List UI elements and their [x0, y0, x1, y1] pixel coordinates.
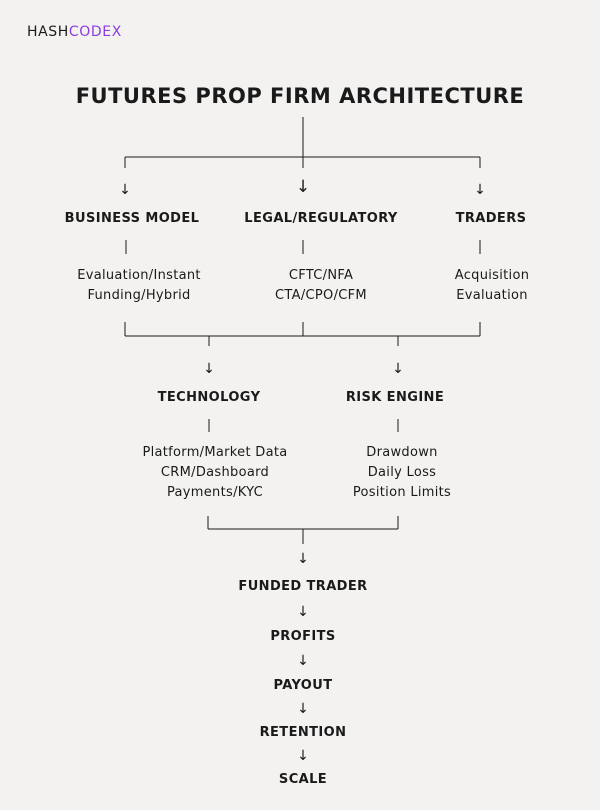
heading-traders: TRADERS	[455, 211, 527, 226]
legal-regulatory-items: CFTC/NFA CTA/CPO/CFM	[275, 266, 367, 306]
risk-engine-items: Drawdown Daily Loss Position Limits	[353, 443, 451, 503]
list-item: Payments/KYC	[166, 485, 264, 500]
diagram-title: FUTURES PROP FIRM ARCHITECTURE	[75, 84, 525, 108]
arrow-down-icon: ↓	[297, 604, 309, 620]
brand-logo-part1: HASH	[27, 24, 69, 40]
list-item: Evaluation	[456, 288, 528, 303]
arrow-down-icon: ↓	[297, 701, 309, 717]
technology-items: Platform/Market Data CRM/Dashboard Payme…	[142, 443, 287, 503]
list-item: Acquisition	[454, 268, 530, 283]
pipeline-step-funded-trader: FUNDED TRADER	[238, 579, 368, 594]
brand-logo-part2: CODEX	[68, 24, 122, 40]
arrow-down-icon: ↓	[297, 551, 309, 567]
arrow-down-icon: ↓	[297, 748, 309, 764]
arrow-down-icon: ↓	[474, 182, 486, 198]
list-item: Evaluation/Instant	[77, 268, 201, 283]
list-item: Daily Loss	[367, 465, 437, 480]
pipeline-step-scale: SCALE	[278, 772, 328, 787]
business-model-items: Evaluation/Instant Funding/Hybrid	[77, 266, 201, 306]
arrow-down-icon: ↓	[392, 361, 404, 377]
brand-logo: HASHCODEX	[27, 24, 122, 40]
arrow-down-icon: ↓	[119, 182, 131, 198]
list-item: Drawdown	[366, 445, 438, 460]
list-item: CTA/CPO/CFM	[275, 288, 367, 303]
arrow-down-icon: ↓	[295, 177, 311, 197]
arrow-down-icon: ↓	[297, 653, 309, 669]
pipeline-step-profits: PROFITS	[270, 629, 336, 644]
list-item: Funding/Hybrid	[87, 288, 191, 303]
heading-legal-regulatory: LEGAL/REGULATORY	[244, 211, 398, 226]
list-item: CRM/Dashboard	[160, 465, 270, 480]
heading-technology: TECHNOLOGY	[157, 390, 261, 405]
list-item: CFTC/NFA	[288, 268, 354, 283]
list-item: Position Limits	[352, 485, 452, 500]
pipeline-step-retention: RETENTION	[259, 725, 347, 740]
heading-risk-engine: RISK ENGINE	[345, 390, 445, 405]
traders-items: Acquisition Evaluation	[455, 266, 530, 306]
heading-business-model: BUSINESS MODEL	[64, 211, 200, 226]
pipeline-step-payout: PAYOUT	[273, 678, 333, 693]
list-item: Platform/Market Data	[142, 445, 288, 460]
arrow-down-icon: ↓	[203, 361, 215, 377]
